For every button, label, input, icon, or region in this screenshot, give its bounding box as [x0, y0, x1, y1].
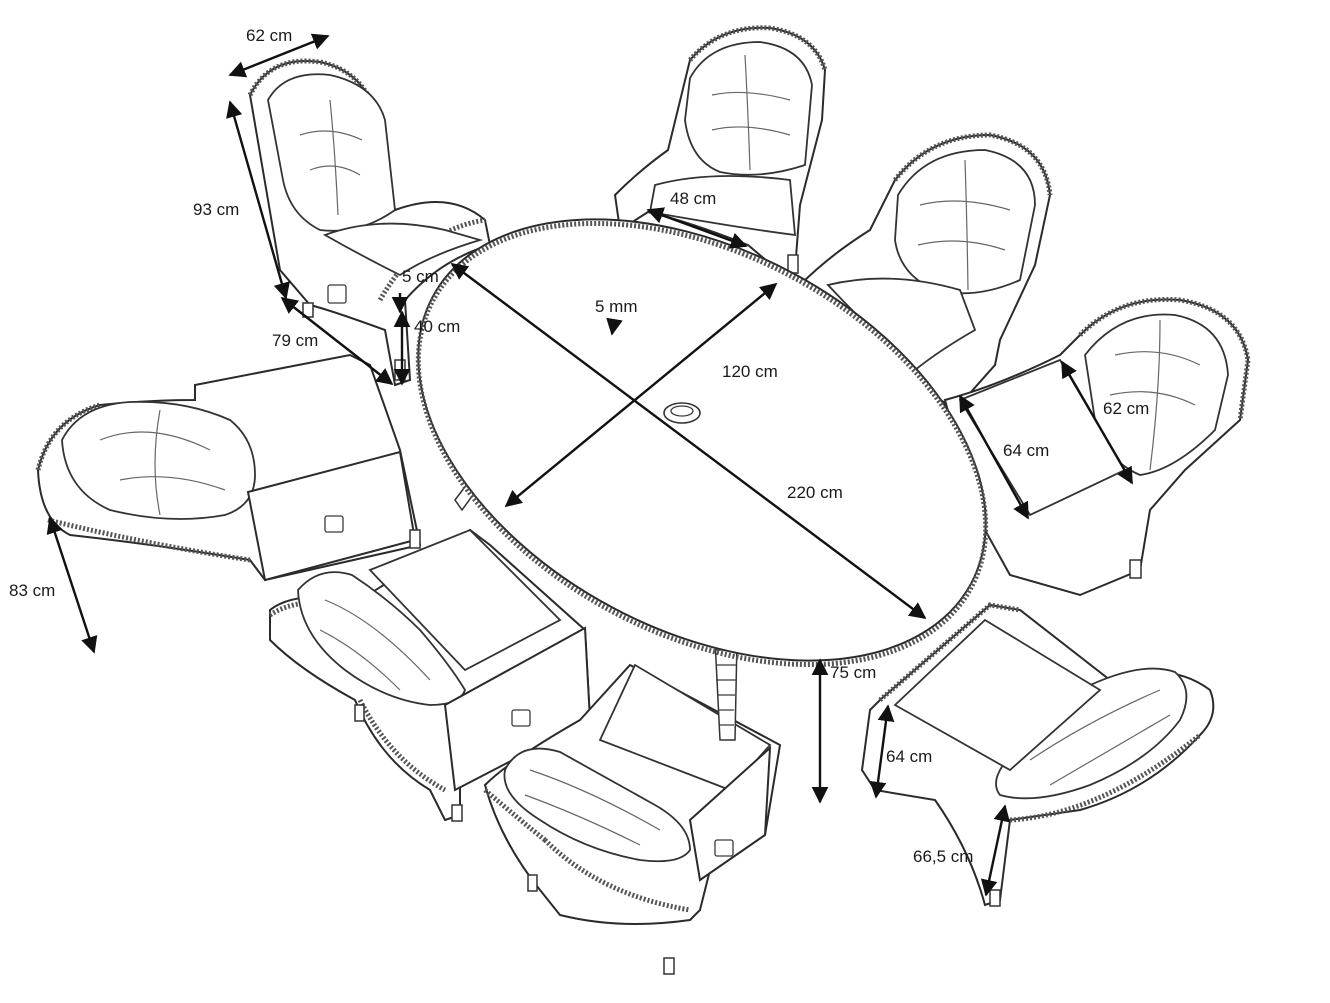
dim-table-length-line	[450, 262, 927, 620]
dim-chair-width-line	[228, 33, 330, 78]
label-armchair-seat-depth: 62 cm	[1103, 399, 1149, 418]
label-chair-width: 62 cm	[246, 26, 292, 45]
label-table-length: 220 cm	[787, 483, 843, 502]
chair-bottom-right	[860, 602, 1215, 907]
dim-front-seat-width-line	[869, 704, 895, 799]
dim-armchair-width-line	[958, 394, 1030, 520]
dim-reclined-length-line	[46, 516, 98, 654]
label-leg-height: 5 cm	[402, 267, 439, 286]
label-front-seat-width: 64 cm	[886, 747, 932, 766]
chair-left-reclined	[35, 353, 422, 582]
label-table-width: 120 cm	[722, 362, 778, 381]
label-seat-width: 48 cm	[670, 189, 716, 208]
label-table-height: 75 cm	[830, 663, 876, 682]
label-glass-thickness: 5 mm	[595, 297, 638, 316]
label-seat-height: 40 cm	[414, 317, 460, 336]
dim-chair-depth-line	[280, 296, 394, 386]
dim-front-depth-line	[980, 804, 1011, 897]
label-armchair-seat-width: 64 cm	[1003, 441, 1049, 460]
label-front-depth: 66,5 cm	[913, 847, 973, 866]
dim-seat-width-line	[646, 207, 748, 249]
chair-bottom-center	[483, 663, 782, 975]
label-chair-depth: 79 cm	[272, 331, 318, 350]
dim-chair-height-line	[226, 100, 290, 300]
label-chair-height: 93 cm	[193, 200, 239, 219]
dim-armchair-depth-line	[1060, 360, 1134, 485]
label-reclined-length: 83 cm	[9, 581, 55, 600]
